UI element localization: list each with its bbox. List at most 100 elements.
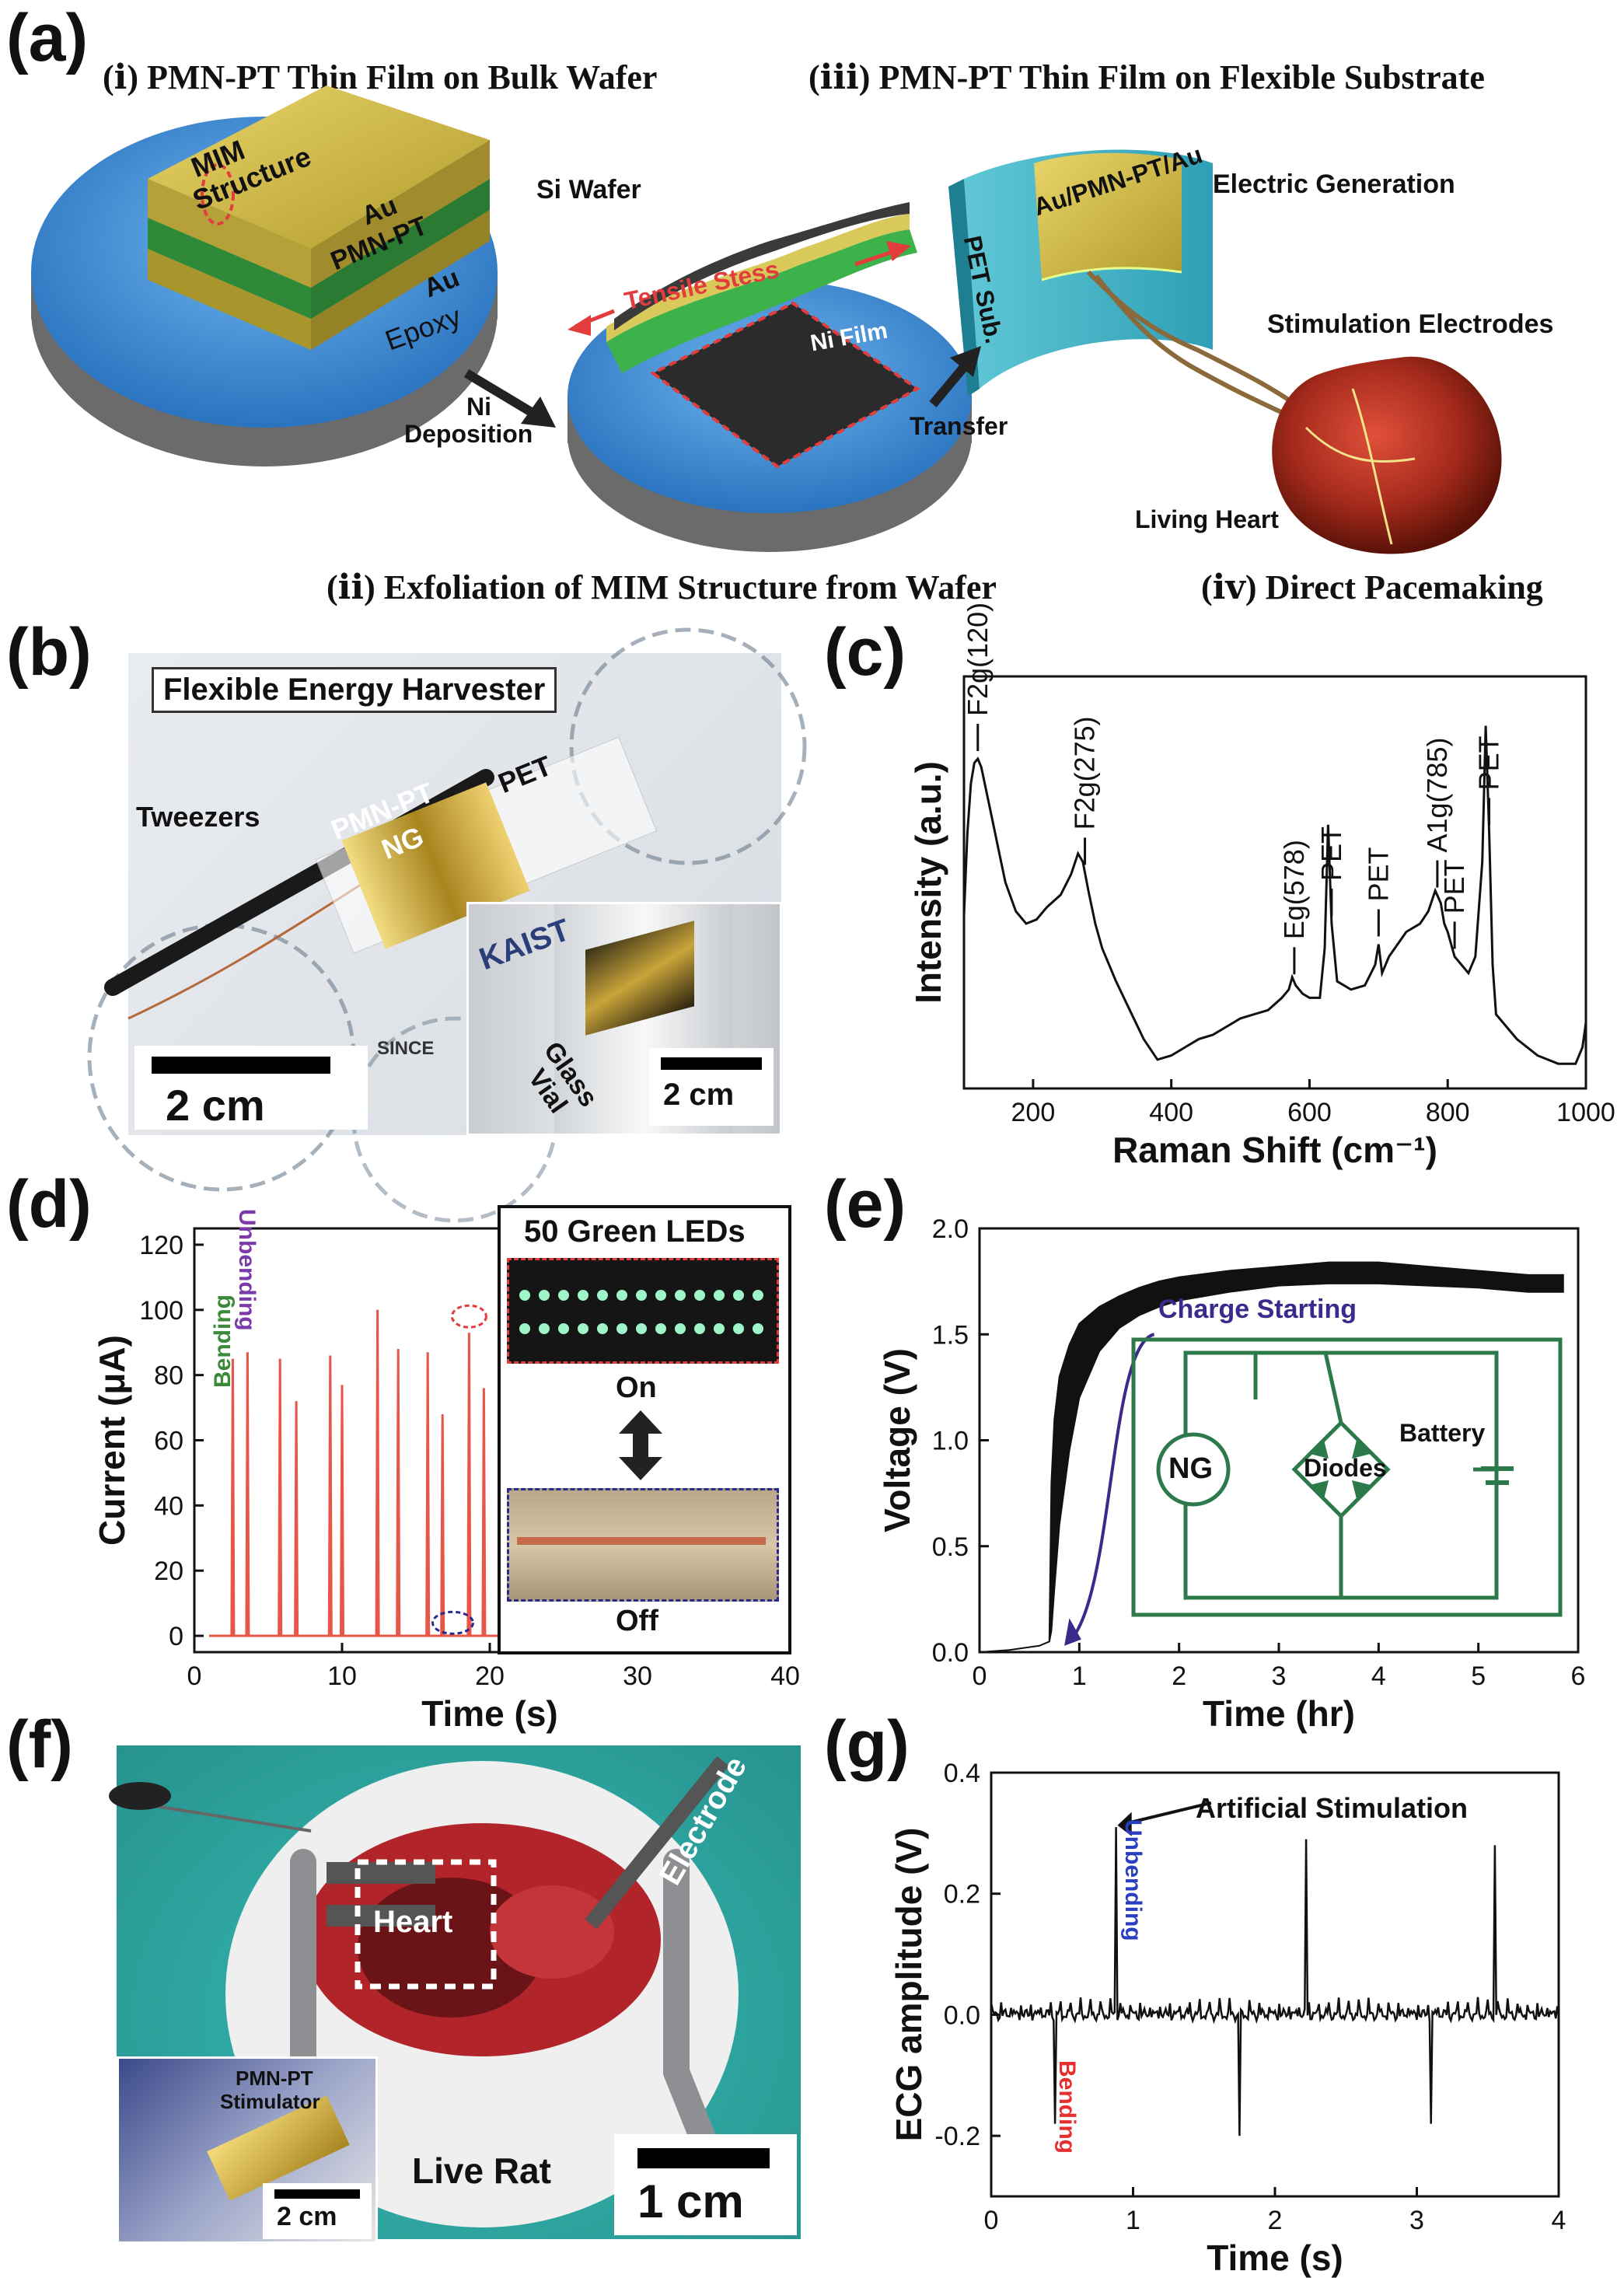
led-on-photo	[507, 1258, 779, 1364]
led-on-dots	[519, 1290, 763, 1334]
led-off-strip	[517, 1537, 766, 1545]
x-tick-label: 4	[1552, 2206, 1566, 2235]
scale-box-inset: 2 cm	[649, 1048, 774, 1126]
label-g-unbending: Unbending	[1120, 1819, 1146, 1941]
x-tick-label: 20	[475, 1661, 505, 1691]
x-axis-title: Time (hr)	[1203, 1693, 1355, 1734]
panel-b-label: (b)	[6, 615, 92, 690]
glass-vial-inset: KAIST Glass Vial 2 cm	[466, 902, 782, 1136]
label-artificial-stimulation: Artificial Stimulation	[1196, 1792, 1469, 1824]
label-ni-deposition-1: Ni	[466, 393, 491, 421]
x-tick-label: 0	[984, 2206, 999, 2235]
scale-box-stim: 2 cm	[263, 2183, 372, 2239]
voltage-band	[979, 1261, 1564, 1653]
annotation-label: PET	[1315, 826, 1347, 881]
harvester-photo: Flexible Energy Harvester Tweezers PMN-P…	[87, 627, 807, 1223]
panel-a-label: (a)	[6, 1, 89, 75]
x-tick-label: 2	[1172, 1661, 1186, 1691]
peak-highlight-off	[431, 1610, 474, 1635]
annotation-label: PET	[1438, 859, 1470, 914]
y-tick-label: 1.0	[932, 1427, 969, 1456]
annotation-label: A1g(785)	[1421, 737, 1453, 852]
label-battery: Battery	[1399, 1419, 1486, 1447]
y-tick-label: 0.4	[944, 1759, 980, 1788]
x-tick-label: 30	[623, 1661, 652, 1691]
charge-start-arrow	[1070, 1333, 1155, 1640]
panel-a-schematic	[31, 86, 1502, 554]
circuit-diagram	[1131, 1337, 1563, 1617]
y-tick-label: 0.0	[944, 2000, 980, 2030]
x-tick-label: 400	[1149, 1098, 1193, 1127]
label-living-heart: Living Heart	[1135, 505, 1279, 533]
x-tick-label: 600	[1287, 1098, 1332, 1127]
artificial-stim-arrow	[1123, 1801, 1212, 1826]
label-stimulation-electrodes: Stimulation Electrodes	[1267, 309, 1554, 339]
x-tick-label: 5	[1471, 1661, 1486, 1691]
x-tick-label: 4	[1371, 1661, 1386, 1691]
step-ii-title: (ⅱ) Exfoliation of MIM Structure from Wa…	[327, 568, 997, 606]
y-tick-label: 0.2	[944, 1880, 980, 1909]
label-ng: NG	[1168, 1452, 1213, 1485]
y-axis-title: Voltage (V)	[877, 1348, 917, 1532]
pet-flexible-sheet	[948, 149, 1315, 430]
label-live-rat: Live Rat	[412, 2150, 551, 2191]
bulk-wafer	[31, 86, 498, 466]
annotation-label: PET	[1473, 735, 1505, 790]
y-tick-label: 40	[154, 1491, 183, 1521]
label-si-wafer: Si Wafer	[536, 175, 641, 204]
rat-photo: Electrode Heart Live Rat 1 cm PMN-PT Sti…	[109, 1745, 801, 2244]
scale-text-rat: 1 cm	[637, 2175, 744, 2227]
label-stimulator-1: PMN-PT	[236, 2067, 313, 2090]
ecg-trace	[990, 1827, 1560, 2136]
panel-c-label: (c)	[824, 615, 906, 690]
raman-trace	[962, 725, 1587, 1065]
peak-highlight-on	[450, 1304, 487, 1329]
y-tick-label: 120	[139, 1231, 183, 1260]
label-transfer: Transfer	[910, 412, 1008, 440]
y-tick-label: 0.0	[932, 1638, 969, 1668]
y-tick-label: 0.5	[932, 1532, 969, 1562]
y-tick-label: 100	[139, 1296, 183, 1326]
circuit-inset: NG Diodes Battery	[1131, 1337, 1563, 1617]
led-on-label: On	[616, 1371, 657, 1404]
current-trace	[209, 1309, 505, 1637]
stimulator-inset: PMN-PT Stimulator 2 cm	[117, 2056, 378, 2244]
x-axis-title: Time (s)	[421, 1693, 558, 1734]
panel-f-label: (f)	[6, 1707, 73, 1782]
x-tick-label: 0	[973, 1661, 987, 1691]
scale-bar-main	[152, 1057, 330, 1074]
exfoliation-wafer	[568, 202, 972, 552]
y-axis-title: ECG amplitude (V)	[889, 1828, 929, 2142]
led-inset: 50 Green LEDs On Off	[498, 1205, 791, 1654]
y-axis-title: Current (μA)	[92, 1335, 132, 1546]
y-tick-label: 1.5	[932, 1320, 969, 1350]
x-tick-label: 1	[1126, 2206, 1140, 2235]
y-axis-title: Intensity (a.u.)	[908, 761, 948, 1004]
y-tick-label: -0.2	[934, 2122, 980, 2151]
annotation-label: PET	[1362, 847, 1394, 901]
x-tick-label: 200	[1011, 1098, 1056, 1127]
annotation-label: Eg(578)	[1278, 840, 1310, 939]
label-ni-deposition-2: Deposition	[404, 420, 533, 448]
label-diodes: Diodes	[1304, 1454, 1387, 1482]
scale-text-inset: 2 cm	[663, 1078, 735, 1112]
y-tick-label: 60	[154, 1427, 183, 1456]
step-iv-title: (ⅳ) Direct Pacemaking	[1201, 568, 1543, 606]
x-tick-label: 3	[1409, 2206, 1424, 2235]
x-tick-label: 800	[1426, 1098, 1470, 1127]
artificial-stim-arrowhead	[1117, 1812, 1132, 1836]
x-tick-label: 0	[187, 1661, 202, 1691]
y-tick-label: 2.0	[932, 1214, 969, 1244]
harvester-title: Flexible Energy Harvester	[152, 667, 557, 713]
scale-bar-inset	[661, 1057, 762, 1070]
x-tick-label: 2	[1268, 2206, 1283, 2235]
label-heart: Heart	[373, 1905, 453, 1939]
label-stimulator-2: Stimulator	[220, 2090, 320, 2113]
x-tick-label: 3	[1272, 1661, 1287, 1691]
step-i-title: (ⅰ) PMN-PT Thin Film on Bulk Wafer	[103, 58, 658, 96]
living-heart	[1272, 356, 1502, 554]
led-off-label: Off	[616, 1605, 658, 1637]
on-off-toggle-arrow	[619, 1410, 662, 1480]
